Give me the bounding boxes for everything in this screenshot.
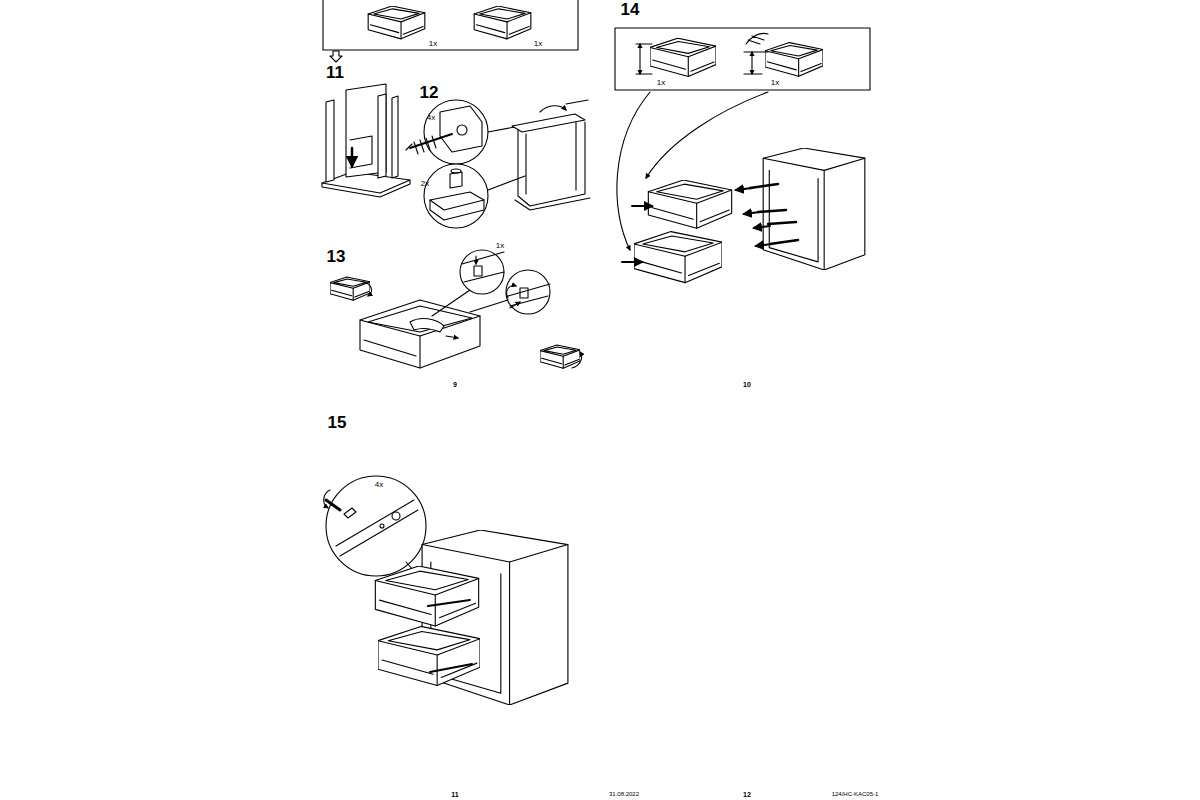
quantity-label: 1x — [429, 40, 437, 48]
quantity-label: 1x — [534, 40, 542, 48]
quantity-label: 2x — [421, 180, 429, 188]
page-number: 11 — [451, 791, 458, 798]
quantity-label: 4x — [427, 114, 435, 122]
page-number: 9 — [453, 381, 457, 388]
quantity-label: 1x — [771, 79, 779, 87]
page-number: 12 — [743, 791, 751, 798]
document-code: 124/HC-KAC05-1 — [832, 791, 879, 797]
page-number: 10 — [743, 381, 751, 388]
step-number: 11 — [326, 64, 344, 81]
step-number: 14 — [621, 1, 640, 18]
step-number: 12 — [420, 84, 439, 101]
quantity-label: 4x — [375, 481, 383, 489]
step-number: 15 — [328, 414, 347, 431]
quantity-label: 1x — [657, 79, 665, 87]
step-number: 13 — [327, 248, 346, 265]
quantity-label: 1x — [496, 242, 504, 250]
date-label: 31.08.2022 — [609, 791, 639, 797]
